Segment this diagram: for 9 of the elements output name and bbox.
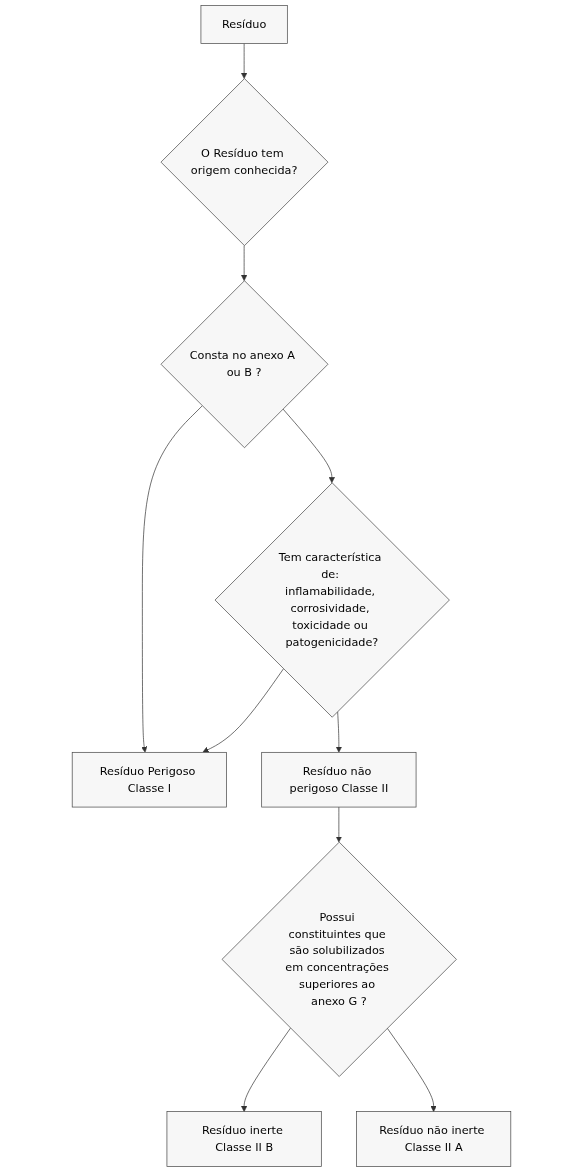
node-box: Resíduo bbox=[200, 5, 288, 44]
node-box: Resíduo inerte Classe II B bbox=[166, 1111, 322, 1167]
node-diamond: O Resíduo tem origem conhecida? bbox=[160, 78, 329, 246]
node-box: Resíduo não perigoso Classe II bbox=[261, 752, 417, 808]
node-box: Resíduo não inerte Classe II A bbox=[356, 1111, 512, 1167]
node-diamond: Consta no anexo A ou B ? bbox=[160, 280, 329, 449]
node-diamond: Tem característica de: inflamabilidade, corrosividade, toxicidade ou patogenicidade? bbox=[214, 482, 450, 718]
node-diamond: Possui constituintes que são solubilizados em concentrações superiores ao anexo G ? bbox=[221, 841, 457, 1077]
node-box: Resíduo Perigoso Classe I bbox=[71, 752, 227, 808]
